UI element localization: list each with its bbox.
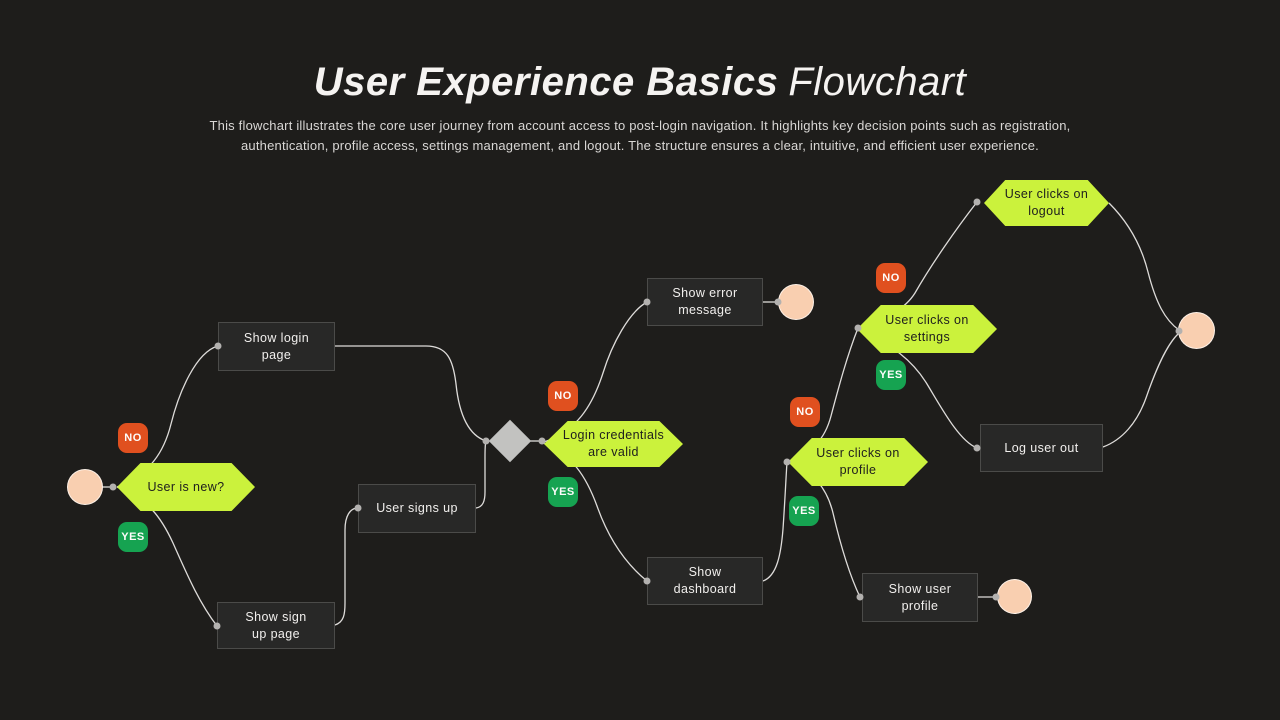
edge-show-sign-up-page-to-user-signs-up bbox=[334, 507, 359, 626]
edge-show-dashboard-to-user-clicks-profile bbox=[762, 461, 788, 582]
edge-log-user-out-to-end-circle bbox=[1102, 332, 1180, 448]
edge-user-clicks-logout-to-end-circle bbox=[1108, 202, 1180, 331]
process-user-signs-up: User signs up bbox=[358, 484, 476, 533]
process-show-login-page-label: Show login page bbox=[243, 330, 310, 362]
decision-user-clicks-profile: User clicks on profile bbox=[788, 438, 928, 486]
decision-user-clicks-settings-label: User clicks on settings bbox=[885, 313, 969, 344]
badge-yes-clicks-settings: YES bbox=[876, 360, 906, 390]
process-show-login-page: Show login page bbox=[218, 322, 335, 371]
end-circle-after-profile bbox=[997, 579, 1032, 614]
process-show-sign-up-page-label: Show sign up page bbox=[245, 609, 307, 641]
page-title-bold: User Experience Basics bbox=[313, 60, 779, 104]
decision-user-clicks-profile-label: User clicks on profile bbox=[816, 446, 900, 477]
process-log-user-out-label: Log user out bbox=[1004, 440, 1079, 455]
decision-user-is-new: User is new? bbox=[117, 463, 255, 511]
decision-user-clicks-logout: User clicks on logout bbox=[984, 180, 1109, 226]
badge-no-user-is-new: NO bbox=[118, 423, 148, 453]
badge-no-clicks-settings: NO bbox=[876, 263, 906, 293]
merge-diamond bbox=[488, 419, 532, 463]
end-circle-right bbox=[1178, 312, 1215, 349]
decision-login-credentials-valid-label: Login credentials are valid bbox=[562, 428, 665, 459]
decision-user-clicks-settings: User clicks on settings bbox=[857, 305, 997, 353]
process-show-error-message-label: Show error message bbox=[672, 286, 738, 317]
page-subtitle: This flowchart illustrates the core user… bbox=[209, 118, 1071, 153]
process-log-user-out: Log user out bbox=[980, 424, 1103, 472]
process-show-user-profile-label: Show user profile bbox=[888, 581, 952, 613]
badge-yes-login-credentials: YES bbox=[548, 477, 578, 507]
process-show-sign-up-page: Show sign up page bbox=[217, 602, 335, 649]
decision-user-is-new-label: User is new? bbox=[147, 479, 225, 494]
edge-show-login-page-to-merge-diamond bbox=[335, 345, 487, 442]
badge-no-login-credentials: NO bbox=[548, 381, 578, 411]
page-title-light: Flowchart bbox=[788, 60, 967, 104]
process-show-dashboard-label: Show dashboard bbox=[673, 565, 737, 596]
badge-yes-user-is-new: YES bbox=[118, 522, 148, 552]
process-show-dashboard: Show dashboard bbox=[647, 557, 763, 605]
badge-yes-clicks-profile: YES bbox=[789, 496, 819, 526]
decision-login-credentials-valid: Login credentials are valid bbox=[544, 421, 683, 467]
decision-user-clicks-logout-label: User clicks on logout bbox=[1004, 187, 1089, 218]
badge-no-clicks-profile: NO bbox=[790, 397, 820, 427]
start-circle bbox=[67, 469, 103, 505]
process-user-signs-up-label: User signs up bbox=[376, 501, 458, 515]
process-show-user-profile: Show user profile bbox=[862, 573, 978, 622]
process-show-error-message: Show error message bbox=[647, 278, 763, 326]
end-circle-after-error bbox=[778, 284, 814, 320]
